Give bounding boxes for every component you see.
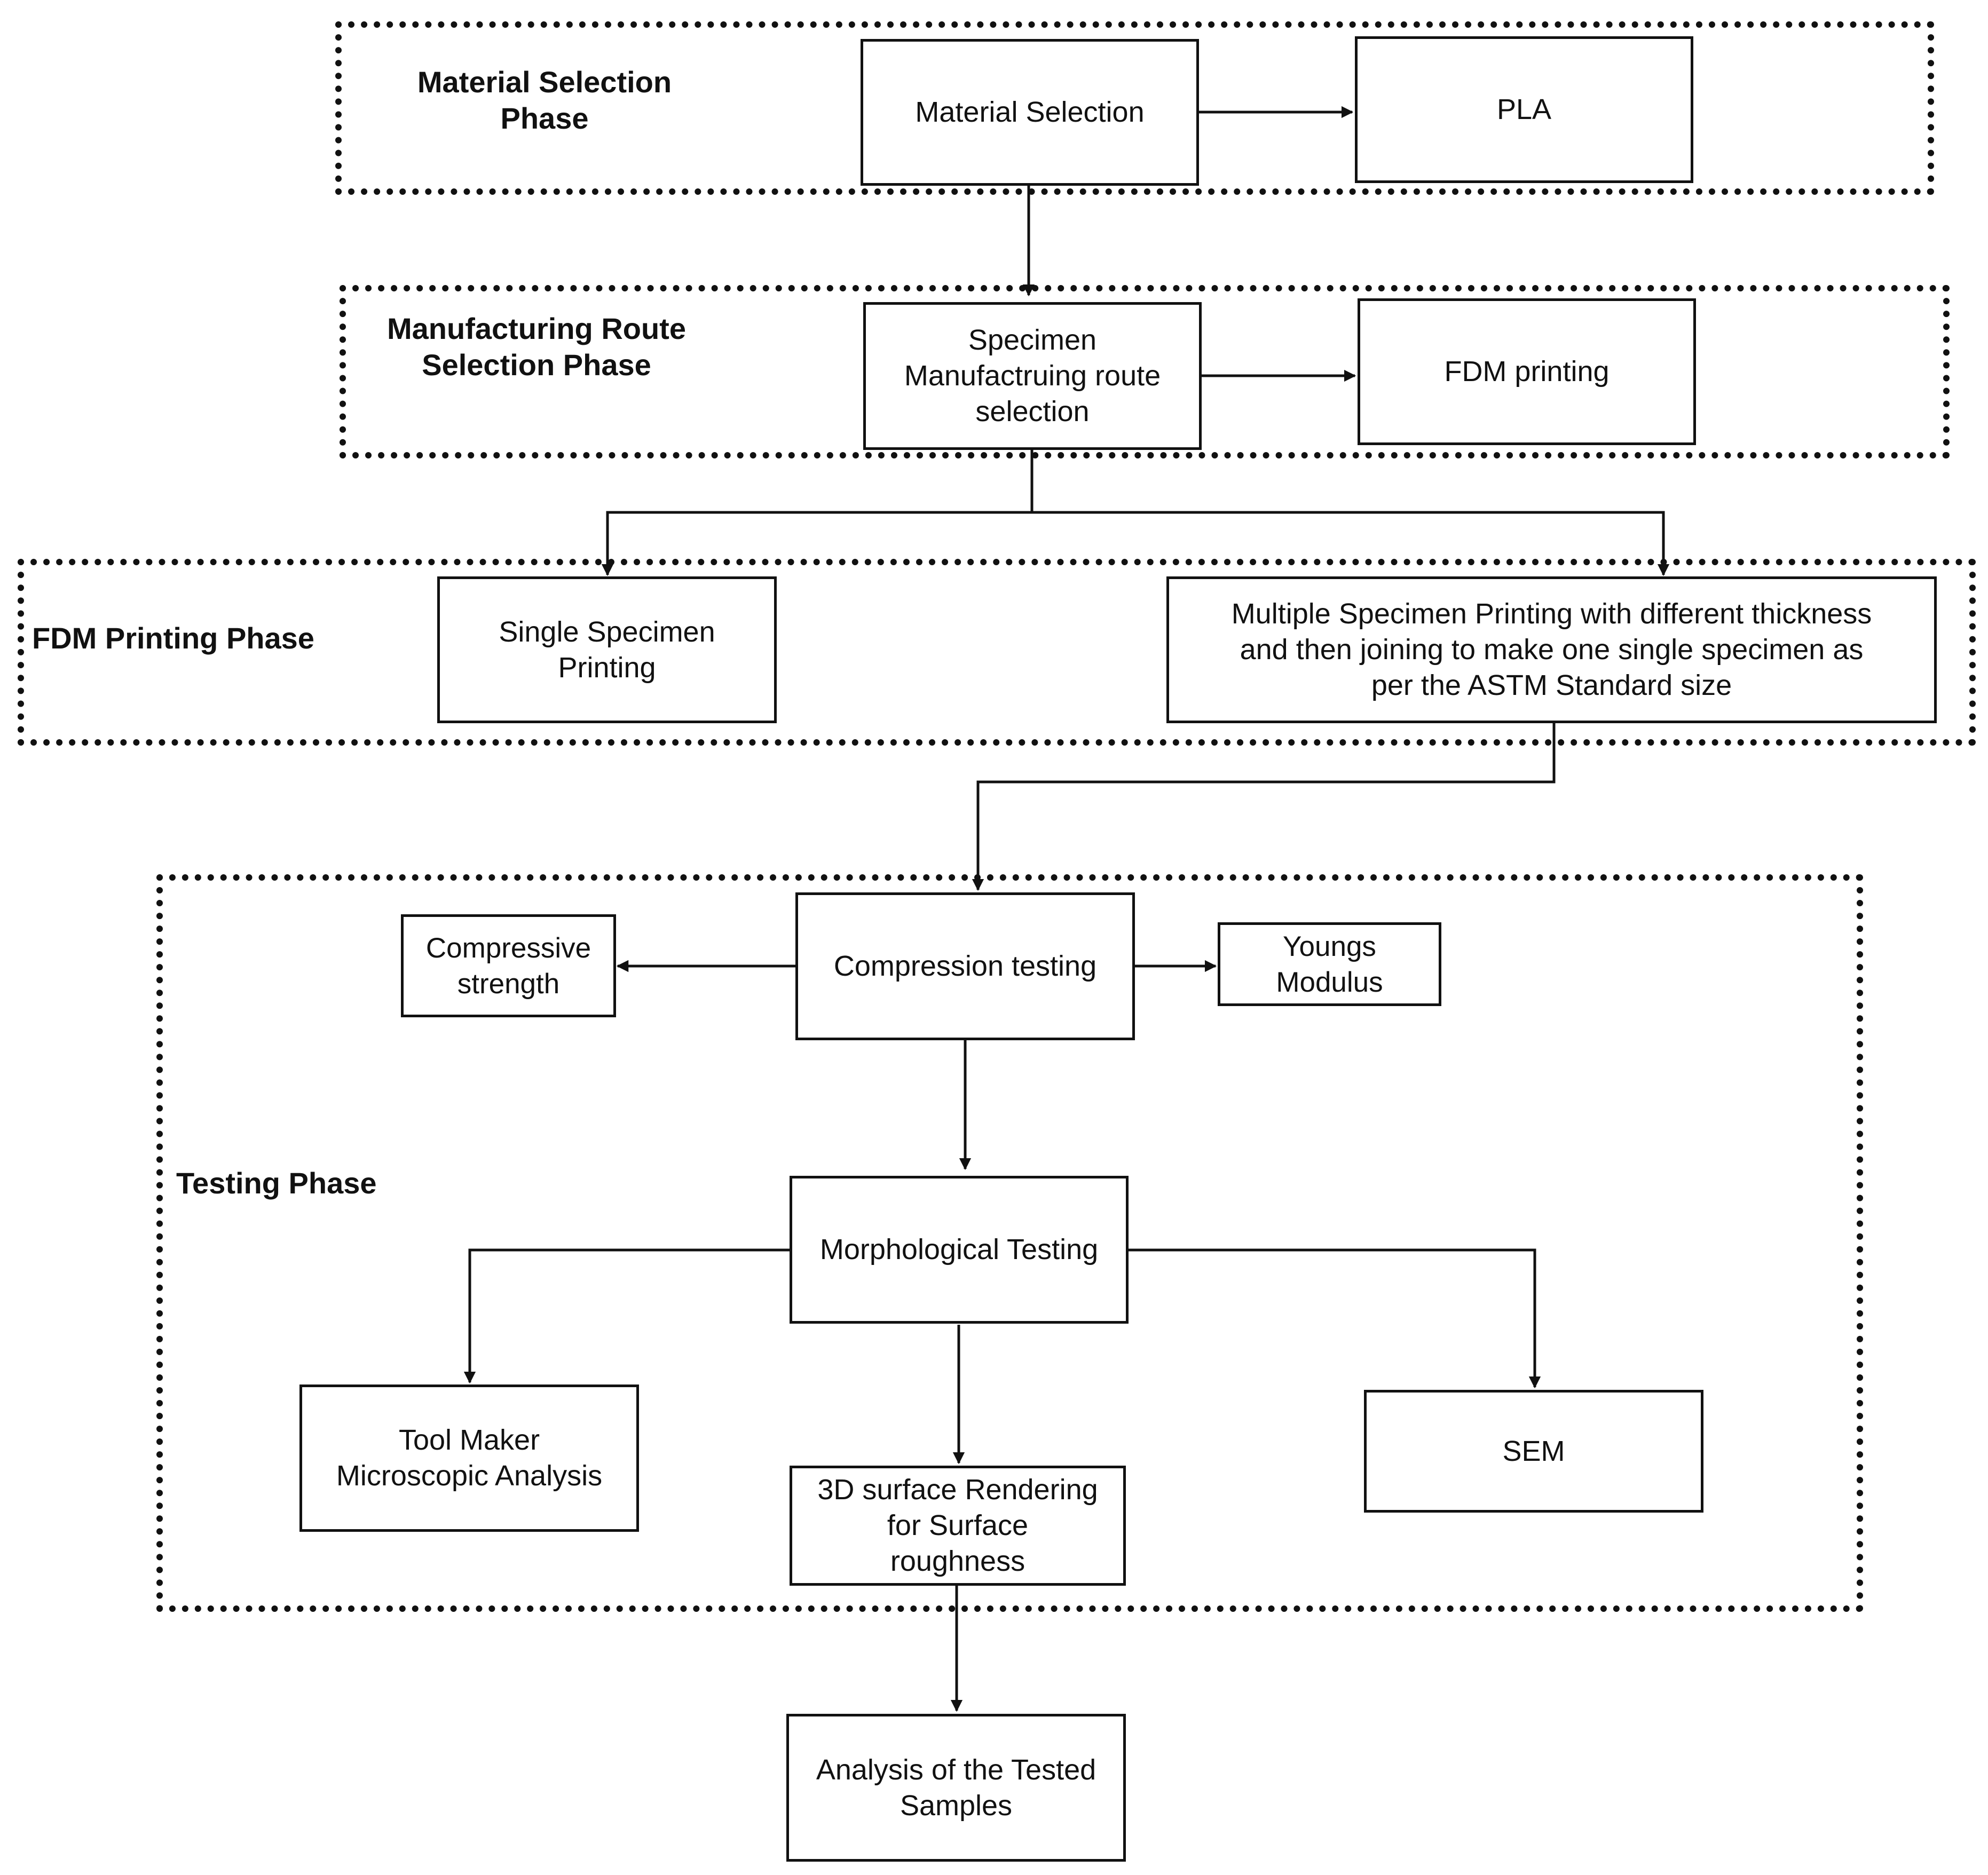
- tool-maker-analysis-box: Tool Maker Microscopic Analysis: [299, 1385, 639, 1532]
- testing-phase-label: Testing Phase: [176, 1166, 377, 1200]
- route-selection-box: Specimen Manufactruing route selection: [863, 302, 1202, 450]
- manufacturing-route-phase-label: Manufacturing Route Selection Phase: [387, 312, 686, 382]
- connector-route-split: [601, 449, 1034, 576]
- analysis-tested-samples-box: Analysis of the Tested Samples: [786, 1714, 1126, 1862]
- multiple-specimen-box: Multiple Specimen Printing with differen…: [1166, 576, 1937, 723]
- sem-box: SEM: [1364, 1390, 1703, 1513]
- youngs-modulus-box: Youngs Modulus: [1218, 922, 1441, 1006]
- material-selection-phase-label: Material Selection Phase: [417, 65, 672, 135]
- compressive-strength-box: Compressive strength: [401, 914, 616, 1017]
- manufacturing-route-phase-group: [340, 285, 1950, 458]
- arrow-morphological-to-sem: [1129, 1248, 1541, 1389]
- fdm-printing-phase-label: FDM Printing Phase: [32, 621, 314, 655]
- single-specimen-box: Single Specimen Printing: [437, 576, 777, 723]
- compression-testing-box: Compression testing: [795, 892, 1135, 1040]
- material-selection-box: Material Selection: [861, 39, 1199, 186]
- connector-route-to-multiple: [1032, 511, 1670, 576]
- pla-box: PLA: [1355, 36, 1693, 183]
- fdm-printing-box: FDM printing: [1358, 298, 1696, 445]
- fdm-printing-phase-group: [18, 559, 1976, 746]
- testing-phase-group: [156, 874, 1863, 1612]
- material-selection-phase-group: [335, 21, 1934, 195]
- morphological-testing-box: Morphological Testing: [790, 1176, 1129, 1324]
- connector-multiple-to-compression: [972, 723, 1556, 891]
- surface-rendering-box: 3D surface Rendering for Surface roughne…: [790, 1466, 1126, 1586]
- arrow-morphological-to-toolmaker: [463, 1248, 790, 1384]
